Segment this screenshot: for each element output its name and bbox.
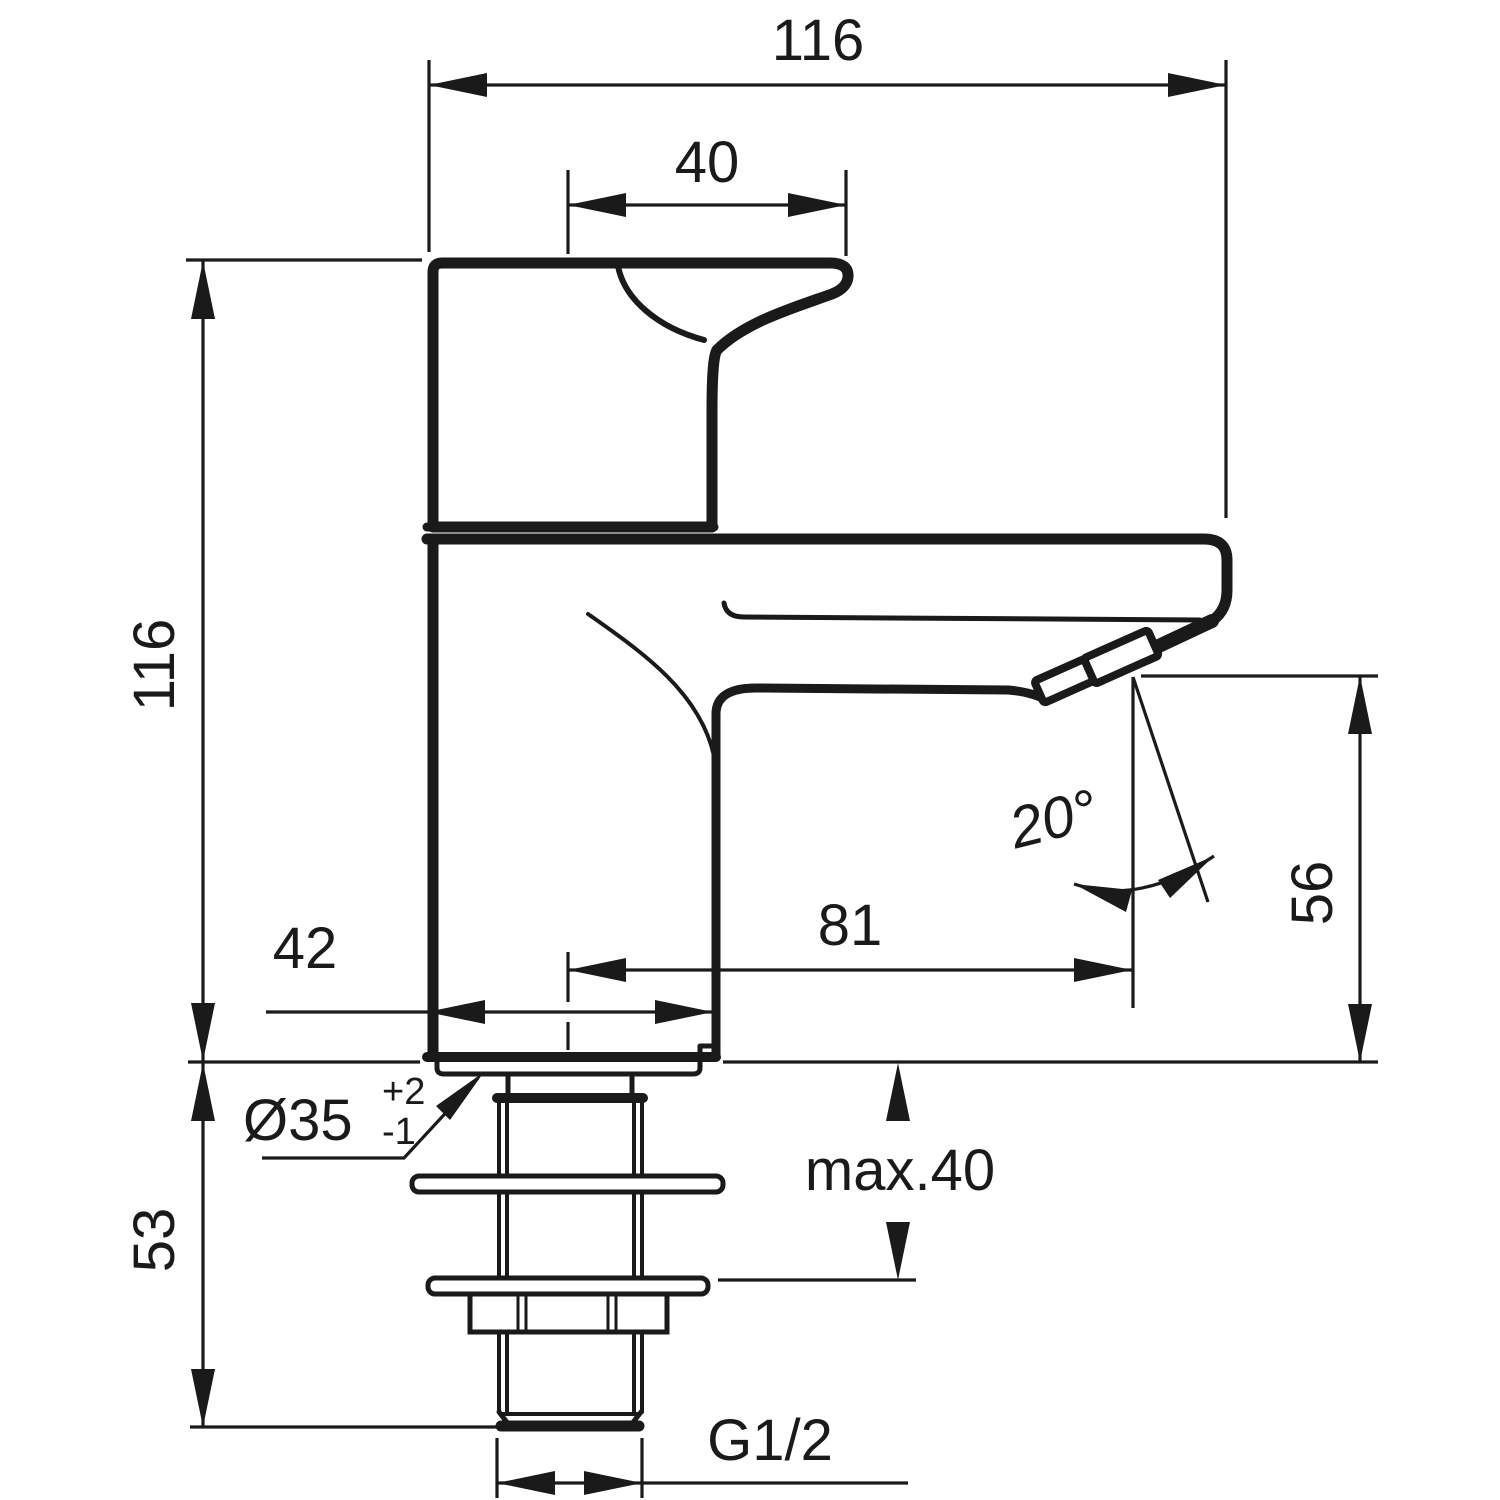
arrowhead-down-icon <box>1348 1004 1372 1062</box>
arrowhead-down-icon <box>886 1222 910 1280</box>
shank-end-chamfers <box>496 1409 644 1428</box>
dim-body-depth: 42 <box>266 916 713 1050</box>
hole-tolerance-upper-label: +2 <box>382 1071 425 1113</box>
faucet-outline <box>409 257 1233 1432</box>
arrowhead-right-icon <box>788 193 846 217</box>
hole-diameter-label: Ø35 <box>243 1088 353 1153</box>
dim-body-depth-label: 42 <box>273 916 338 981</box>
arrowhead-up-icon <box>191 261 215 319</box>
dim-thread-size-label: G1/2 <box>707 1408 833 1473</box>
arrowhead-right-icon <box>1074 958 1132 982</box>
arrowhead-right-icon <box>655 1000 713 1024</box>
dim-outlet-height-label: 56 <box>1280 861 1345 926</box>
dim-thread-size: G1/2 <box>495 1408 908 1498</box>
dim-handle-length: 40 <box>566 130 848 256</box>
arrowhead-right-icon <box>1168 73 1226 97</box>
mounting-nut <box>467 1291 670 1335</box>
aerator <box>1080 626 1163 687</box>
deck-underside-line <box>721 600 1203 623</box>
dim-spout-reach: 81 <box>568 893 1132 982</box>
handle-lever-outline <box>427 257 854 533</box>
note-hole-diameter: Ø35 +2 -1 <box>243 1071 484 1160</box>
leader-arrowhead-icon <box>436 1072 484 1120</box>
arrowhead-up-icon <box>886 1063 910 1121</box>
arrowhead-left-icon <box>497 1471 555 1495</box>
mounting-washer-top <box>409 1173 726 1195</box>
arrowhead-left-icon <box>429 73 487 97</box>
dim-height-above-deck: 116 <box>122 258 422 1061</box>
mounting-nut-facets <box>516 1292 618 1334</box>
arc-arrowhead-right-icon <box>1158 856 1214 898</box>
base-gasket-plate <box>434 1054 703 1077</box>
dim-outlet-angle-label: 20° <box>1002 777 1104 862</box>
dim-total-width: 116 <box>427 8 1228 518</box>
dim-max-thickness-label: max.40 <box>805 1138 995 1203</box>
dim-handle-length-label: 40 <box>675 130 740 195</box>
body-bottom-step <box>697 1043 719 1060</box>
arrowhead-left-icon <box>568 958 626 982</box>
dim-outlet-angle: 20° <box>1002 676 1215 1008</box>
dim-spout-reach-label: 81 <box>818 893 883 958</box>
dim-height-label: 116 <box>122 619 187 711</box>
shank-thread-lines <box>497 1100 644 1414</box>
handle-dome-arc <box>615 263 707 343</box>
dim-shank-length: 53 <box>122 1060 497 1429</box>
arrowhead-up-icon <box>1348 676 1372 734</box>
dim-outlet-height: 56 <box>723 674 1378 1064</box>
spout-inner-curve <box>586 612 716 758</box>
arrowhead-right-icon <box>584 1471 642 1495</box>
dim-total-width-label: 116 <box>772 8 864 73</box>
arrowhead-down-icon <box>191 1369 215 1427</box>
deck-top-edge <box>421 533 1233 626</box>
arc-arrowhead-left-icon <box>1074 884 1132 912</box>
spout-underside <box>711 683 1051 1060</box>
dim-shank-length-label: 53 <box>122 1208 187 1273</box>
hole-tolerance-lower-label: -1 <box>382 1111 416 1153</box>
arrowhead-left-icon <box>568 193 626 217</box>
dim-max-thickness: max.40 <box>718 1063 995 1282</box>
arrowhead-up-icon <box>191 1063 215 1121</box>
arrowhead-left-icon <box>427 1000 485 1024</box>
arrowhead-down-icon <box>191 1003 215 1061</box>
shank-neck <box>505 1071 635 1097</box>
